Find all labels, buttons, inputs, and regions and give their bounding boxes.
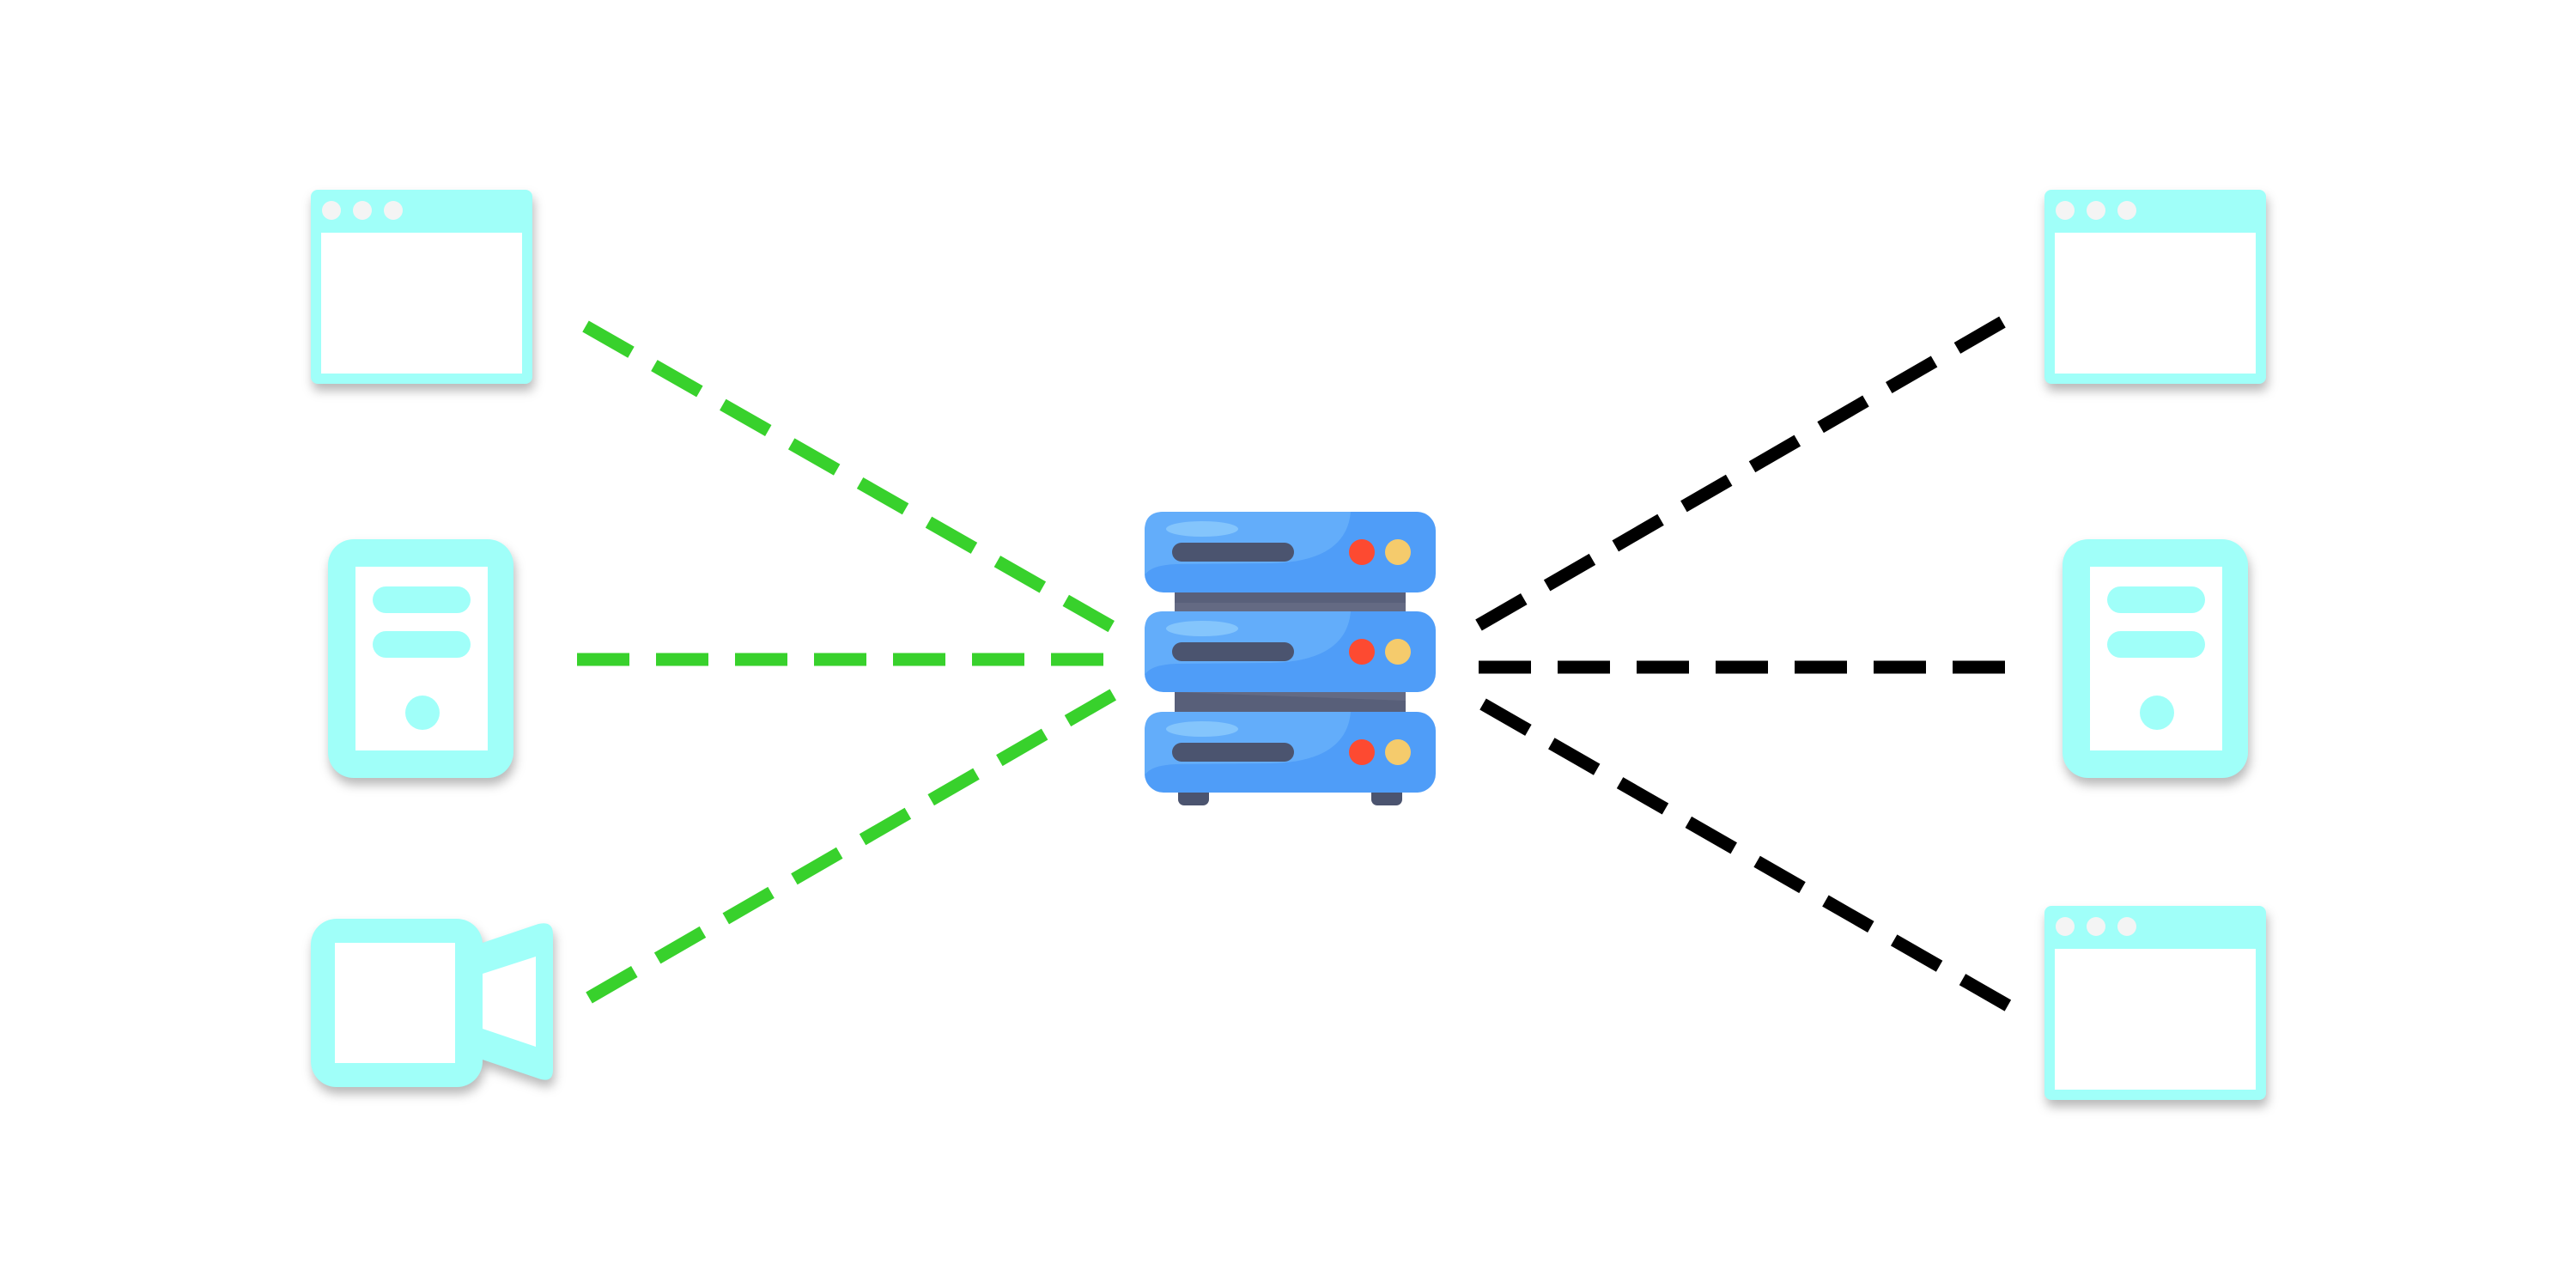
server-drive-slot xyxy=(1172,642,1294,661)
led-yellow-icon xyxy=(1385,639,1411,665)
server-drive-slot xyxy=(1172,743,1294,762)
left-camera-node xyxy=(311,919,553,1087)
server-unit xyxy=(1145,512,1436,592)
server-unit xyxy=(1145,712,1436,793)
led-yellow-icon xyxy=(1385,539,1411,565)
right-window-bottom-node xyxy=(2044,906,2266,1100)
right-window-top-node xyxy=(2044,190,2266,384)
browser-window-icon xyxy=(311,190,532,384)
links-group xyxy=(577,316,2014,1012)
link-left-camera xyxy=(586,688,1118,1004)
right-computer-node xyxy=(2063,539,2248,778)
link-left-window xyxy=(582,320,1115,633)
link-right-window-top xyxy=(1475,316,2006,631)
server-highlight xyxy=(1166,521,1238,537)
server-unit xyxy=(1145,611,1436,692)
server-drive-slot xyxy=(1172,543,1294,562)
desktop-tower-icon xyxy=(328,539,513,778)
server-rack-icon xyxy=(1145,512,1436,805)
server-node xyxy=(1145,512,1436,805)
browser-window-icon xyxy=(2044,906,2266,1100)
left-window-node xyxy=(311,190,532,384)
led-red-icon xyxy=(1349,639,1375,665)
video-camera-icon xyxy=(311,919,553,1087)
server-highlight xyxy=(1166,721,1238,737)
server-highlight xyxy=(1166,621,1238,636)
browser-window-icon xyxy=(2044,190,2266,384)
link-right-window-bottom xyxy=(1479,698,2013,1012)
desktop-tower-icon xyxy=(2063,539,2248,778)
left-computer-node xyxy=(328,539,513,778)
led-red-icon xyxy=(1349,739,1375,765)
led-red-icon xyxy=(1349,539,1375,565)
led-yellow-icon xyxy=(1385,739,1411,765)
